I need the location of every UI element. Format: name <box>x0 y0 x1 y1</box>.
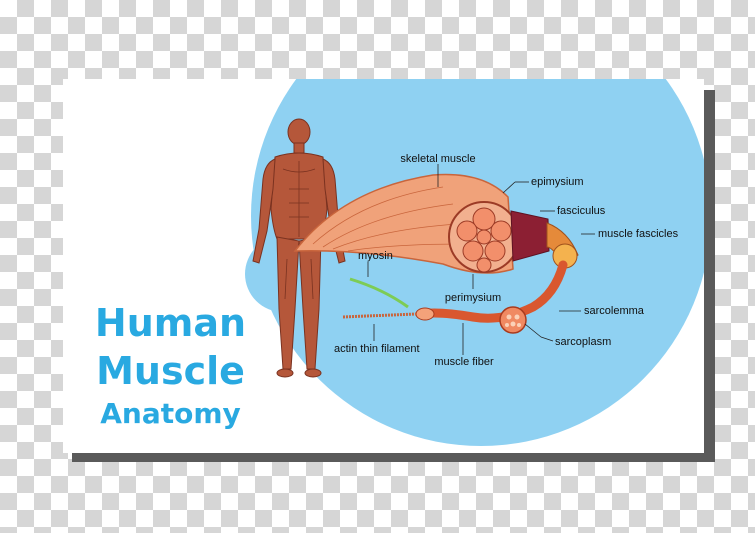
skeletal-muscle-fibers <box>312 186 464 252</box>
muscle-cross-section <box>448 201 520 273</box>
label-myosin: myosin <box>358 250 393 262</box>
title-line-3: Anatomy <box>100 397 241 430</box>
label-skeletal-muscle: skeletal muscle <box>400 153 475 165</box>
muscle-fiber-end <box>415 307 435 321</box>
infographic-card: skeletal muscle epimysium fasciculus mus… <box>63 79 704 453</box>
title-line-1: Human <box>94 301 247 345</box>
body-muscle-lines <box>282 161 316 300</box>
leader-lines <box>367 164 595 355</box>
label-muscle-fiber: muscle fiber <box>434 356 494 368</box>
label-fasciculus: fasciculus <box>557 205 606 217</box>
label-sarcolemma: sarcolemma <box>584 305 645 317</box>
label-epimysium: epimysium <box>531 176 584 188</box>
fasciculus-band <box>510 210 550 262</box>
actin-filament <box>342 312 417 319</box>
sarcolemma-cross-section <box>499 306 527 334</box>
myosin-filament <box>349 277 409 309</box>
muscle-anatomy-diagram: skeletal muscle epimysium fasciculus mus… <box>245 79 704 446</box>
label-muscle-fascicles: muscle fascicles <box>598 228 679 240</box>
label-actin-thin-filament: actin thin filament <box>334 343 420 355</box>
label-sarcoplasm: sarcoplasm <box>555 336 611 348</box>
title-line-2: Muscle <box>96 349 245 393</box>
label-perimysium: perimysium <box>445 292 501 304</box>
